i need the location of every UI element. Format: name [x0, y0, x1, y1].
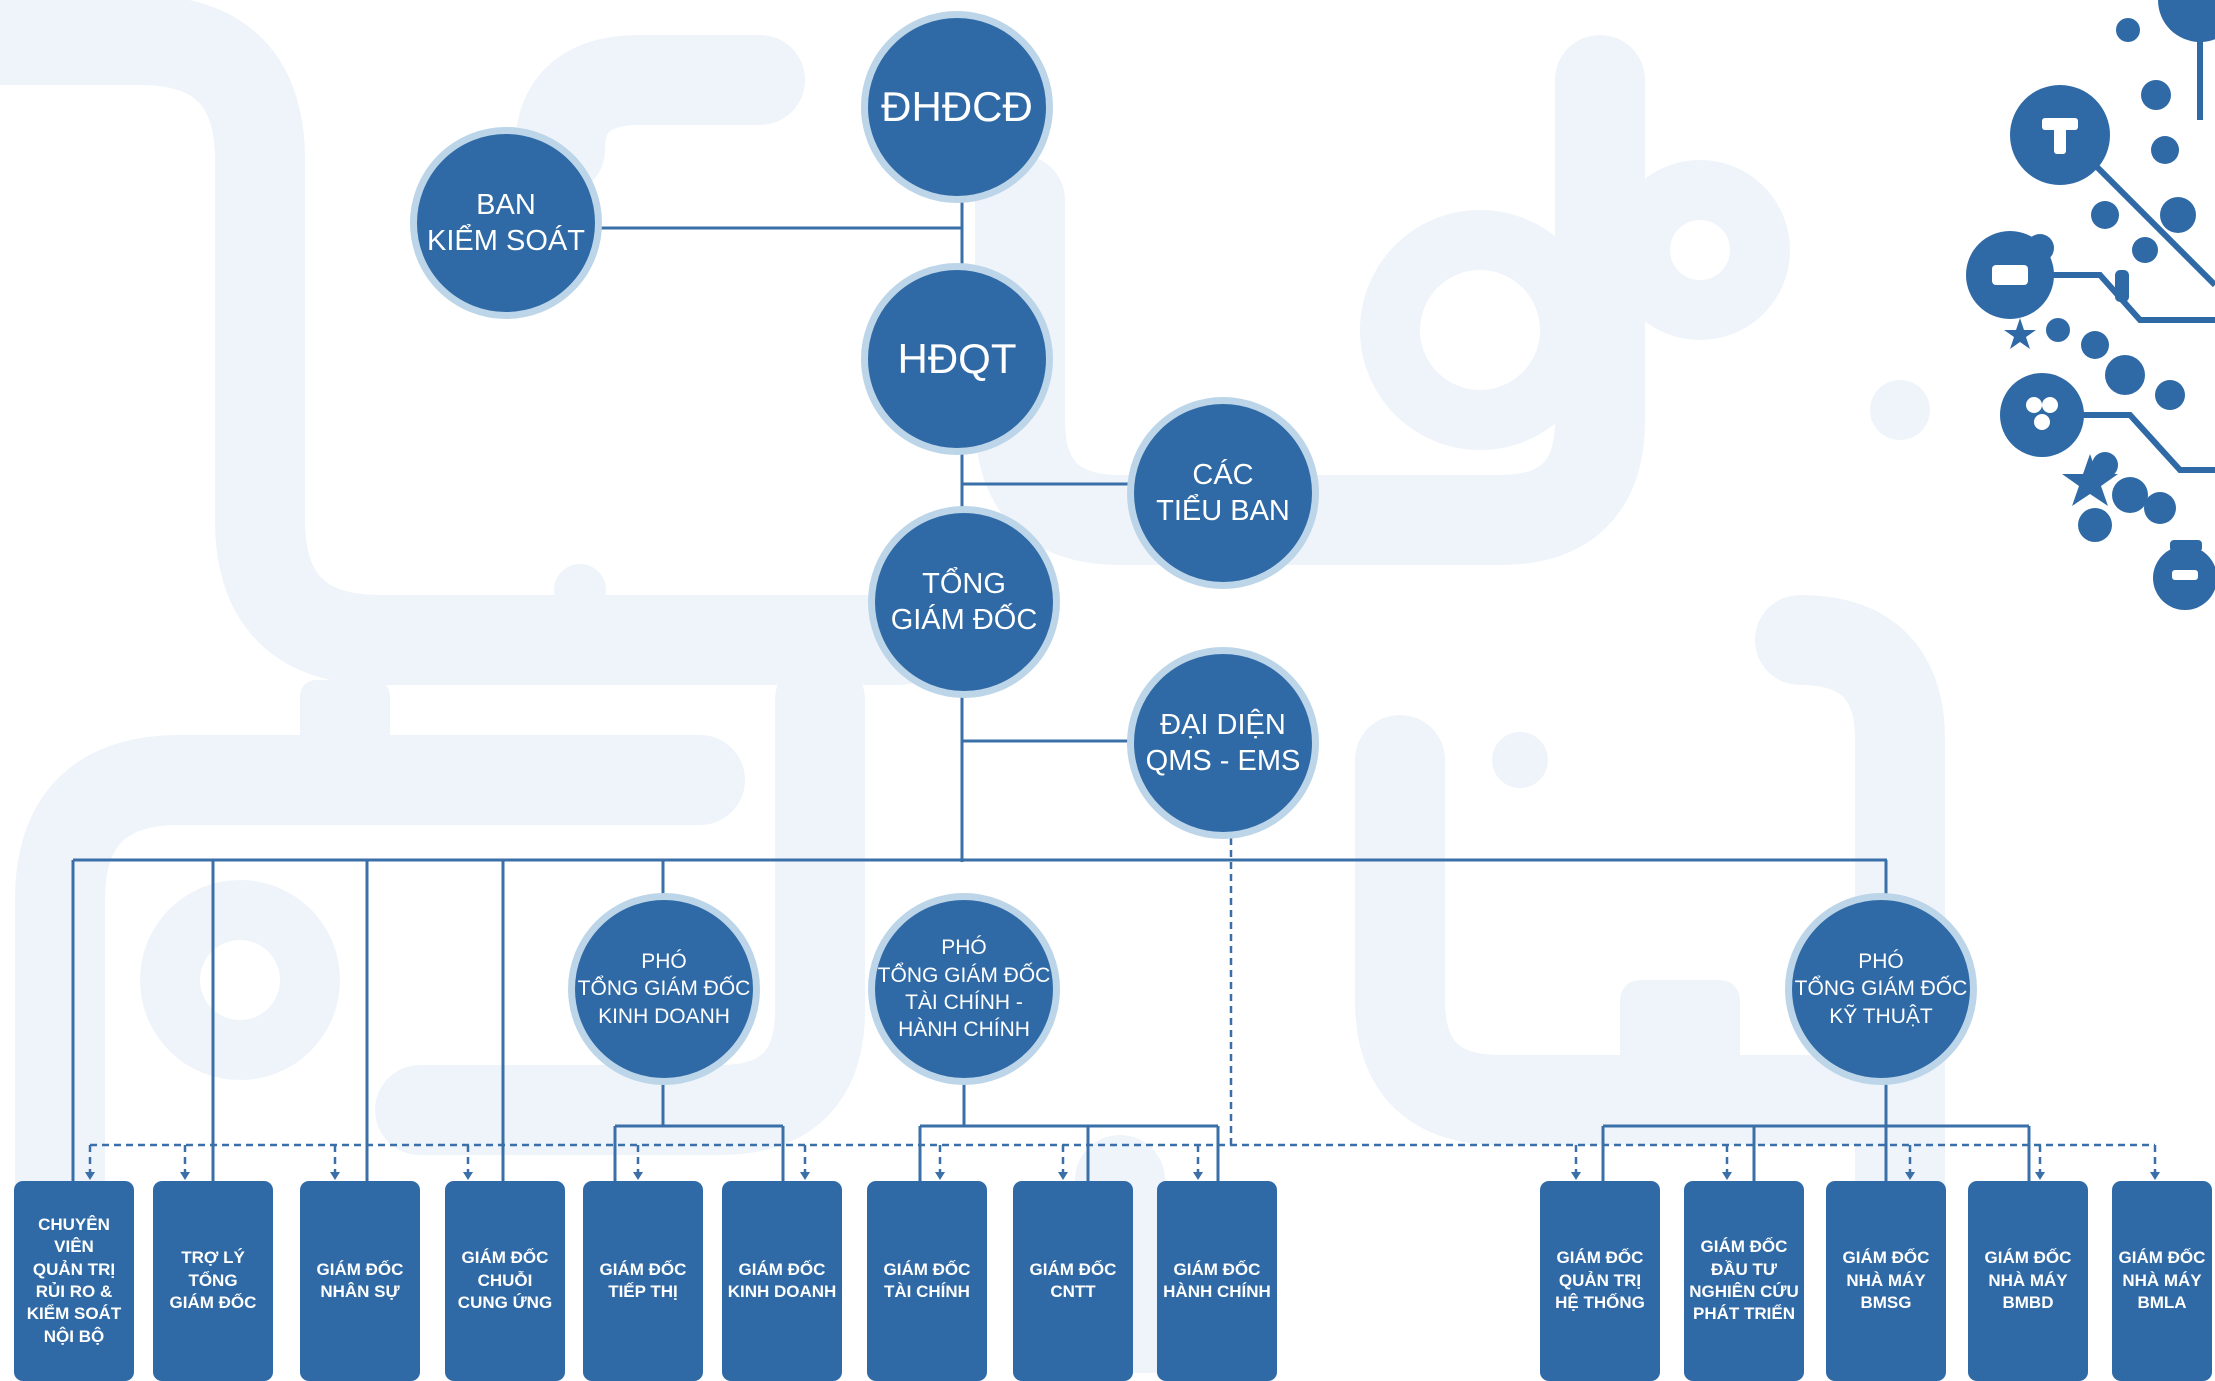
qms-ems-arrowhead-3: [463, 1172, 473, 1180]
dept-label: GIÁM ĐỐC HÀNH CHÍNH: [1163, 1259, 1271, 1301]
dept-box-it-director: GIÁM ĐỐC CNTT: [1013, 1181, 1133, 1381]
dept-label: GIÁM ĐỐC TIẾP THỊ: [599, 1259, 687, 1301]
target-icon: [2026, 234, 2054, 262]
qms-ems-arrowhead-2: [330, 1172, 340, 1180]
qms-ems-arrowhead-5: [800, 1172, 810, 1180]
qms-ems-arrowhead-6: [935, 1172, 945, 1180]
node-ceo-label: TỔNG GIÁM ĐỐC: [890, 567, 1038, 636]
node-supervisory-board-label: BAN KIỂM SOÁT: [427, 188, 585, 257]
node-board-of-directors: HĐQT: [861, 263, 1053, 455]
qms-ems-arrowhead-13: [2150, 1172, 2160, 1180]
dept-label: GIÁM ĐỐC TÀI CHÍNH: [883, 1259, 971, 1301]
dept-label: GIÁM ĐỐC QUẢN TRỊ HỆ THỐNG: [1555, 1248, 1645, 1313]
qms-ems-arrowhead-4: [633, 1172, 643, 1180]
node-board-of-directors-label: HĐQT: [897, 334, 1017, 382]
dept-box-hr-director: GIÁM ĐỐC NHÂN SỰ: [300, 1181, 420, 1381]
dept-box-risk-internal-control: CHUYÊN VIÊN QUẢN TRỊ RỦI RO & KIỂM SOÁT …: [14, 1181, 134, 1381]
node-shareholders: ĐHĐCĐ: [861, 11, 1053, 203]
qms-ems-arrowhead-1: [180, 1172, 190, 1180]
dept-label: GIÁM ĐỐC NHÂN SỰ: [316, 1259, 404, 1301]
decorative-icon-cluster: [1966, 0, 2215, 610]
node-shareholders-label: ĐHĐCĐ: [881, 82, 1033, 130]
dept-box-system-management-director: GIÁM ĐỐC QUẢN TRỊ HỆ THỐNG: [1540, 1181, 1660, 1381]
people-icon: [2105, 355, 2145, 395]
star-icon: [2004, 318, 2036, 349]
dept-box-bmbd-plant-director: GIÁM ĐỐC NHÀ MÁY BMBD: [1968, 1181, 2088, 1381]
dept-label: TRỢ LÝ TỔNG GIÁM ĐỐC: [169, 1248, 257, 1313]
node-deputy-ceo-sales-label: PHÓ TỔNG GIÁM ĐỐC KINH DOANH: [577, 950, 751, 1028]
node-deputy-ceo-technical-label: PHÓ TỔNG GIÁM ĐỐC KỸ THUẬT: [1794, 950, 1968, 1028]
qms-ems-arrowhead-12: [2035, 1172, 2045, 1180]
dept-box-finance-director: GIÁM ĐỐC TÀI CHÍNH: [867, 1181, 987, 1381]
star-icon: [2062, 454, 2118, 506]
dept-label: GIÁM ĐỐC NHÀ MÁY BMBD: [1984, 1248, 2072, 1313]
dept-box-admin-director: GIÁM ĐỐC HÀNH CHÍNH: [1157, 1181, 1277, 1381]
qms-ems-arrowhead-11: [1905, 1172, 1915, 1180]
node-committees-label: CÁC TIỂU BAN: [1156, 458, 1290, 527]
dept-box-supply-chain-director: GIÁM ĐỐC CHUỖI CUNG ỨNG: [445, 1181, 565, 1381]
dept-label: GIÁM ĐỐC ĐẦU TƯ NGHIÊN CỨU PHÁT TRIỂN: [1689, 1237, 1799, 1324]
qms-ems-arrowhead-7: [1058, 1172, 1068, 1180]
cloud-icon: [2155, 380, 2185, 410]
dept-label: GIÁM ĐỐC CHUỖI CUNG ỨNG: [457, 1248, 553, 1313]
node-deputy-ceo-technical: PHÓ TỔNG GIÁM ĐỐC KỸ THUẬT: [1785, 893, 1977, 1085]
dept-box-sales-director: GIÁM ĐỐC KINH DOANH: [722, 1181, 842, 1381]
globe-icon: [2160, 197, 2196, 233]
node-supervisory-board: BAN KIỂM SOÁT: [410, 127, 602, 319]
node-qms-ems-representative-label: ĐẠI DIỆN QMS - EMS: [1145, 708, 1301, 777]
dept-box-investment-rd-director: GIÁM ĐỐC ĐẦU TƯ NGHIÊN CỨU PHÁT TRIỂN: [1684, 1181, 1804, 1381]
qms-ems-arrowhead-8: [1193, 1172, 1203, 1180]
dept-box-ceo-assistant: TRỢ LÝ TỔNG GIÁM ĐỐC: [153, 1181, 273, 1381]
valve-icon: [2078, 508, 2112, 542]
dept-label: GIÁM ĐỐC KINH DOANH: [727, 1259, 837, 1301]
dept-label: GIÁM ĐỐC NHÀ MÁY BMLA: [2118, 1248, 2206, 1313]
dept-label: CHUYÊN VIÊN QUẢN TRỊ RỦI RO & KIỂM SOÁT …: [26, 1214, 122, 1346]
qms-ems-arrowhead-9: [1571, 1172, 1581, 1180]
dept-box-bmsg-plant-director: GIÁM ĐỐC NHÀ MÁY BMSG: [1826, 1181, 1946, 1381]
dept-box-bmla-plant-director: GIÁM ĐỐC NHÀ MÁY BMLA: [2112, 1181, 2212, 1381]
node-deputy-ceo-finance-admin: PHÓ TỔNG GIÁM ĐỐC TÀI CHÍNH - HÀNH CHÍNH: [868, 893, 1060, 1085]
node-deputy-ceo-finance-admin-label: PHÓ TỔNG GIÁM ĐỐC TÀI CHÍNH - HÀNH CHÍNH: [877, 936, 1051, 1042]
pipe-node-icon: [2158, 0, 2215, 42]
dept-box-marketing-director: GIÁM ĐỐC TIẾP THỊ: [583, 1181, 703, 1381]
node-qms-ems-representative: ĐẠI DIỆN QMS - EMS: [1127, 647, 1319, 839]
node-committees: CÁC TIỂU BAN: [1127, 397, 1319, 589]
qms-ems-arrowhead-0: [85, 1172, 95, 1180]
dept-label: GIÁM ĐỐC CNTT: [1029, 1259, 1117, 1301]
node-deputy-ceo-sales: PHÓ TỔNG GIÁM ĐỐC KINH DOANH: [568, 893, 760, 1085]
qms-ems-arrowhead-10: [1722, 1172, 1732, 1180]
node-ceo: TỔNG GIÁM ĐỐC: [868, 506, 1060, 698]
dept-label: GIÁM ĐỐC NHÀ MÁY BMSG: [1842, 1248, 1930, 1313]
